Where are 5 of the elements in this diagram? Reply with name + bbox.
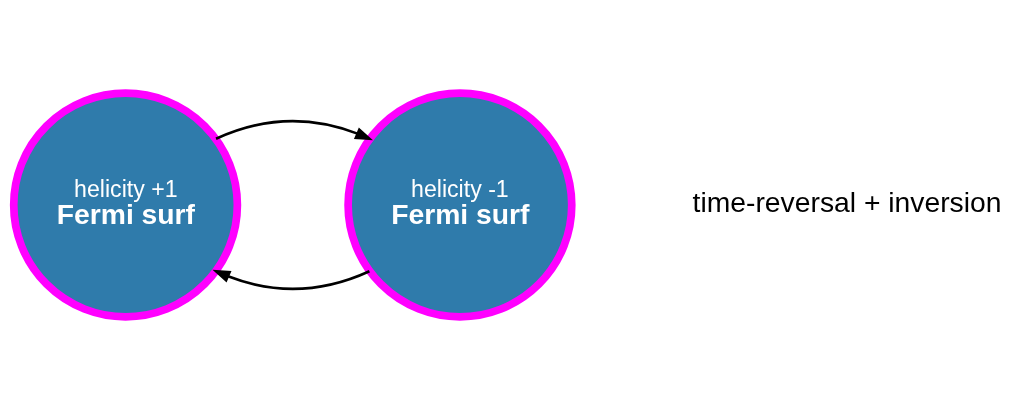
label: time-reversal + inversion <box>692 186 1002 219</box>
node-circle: helicity -1 Fermi surf <box>344 89 576 321</box>
node-circle: helicity +1 Fermi surf <box>9 89 242 321</box>
arrow <box>212 269 370 291</box>
arrow <box>215 119 373 141</box>
